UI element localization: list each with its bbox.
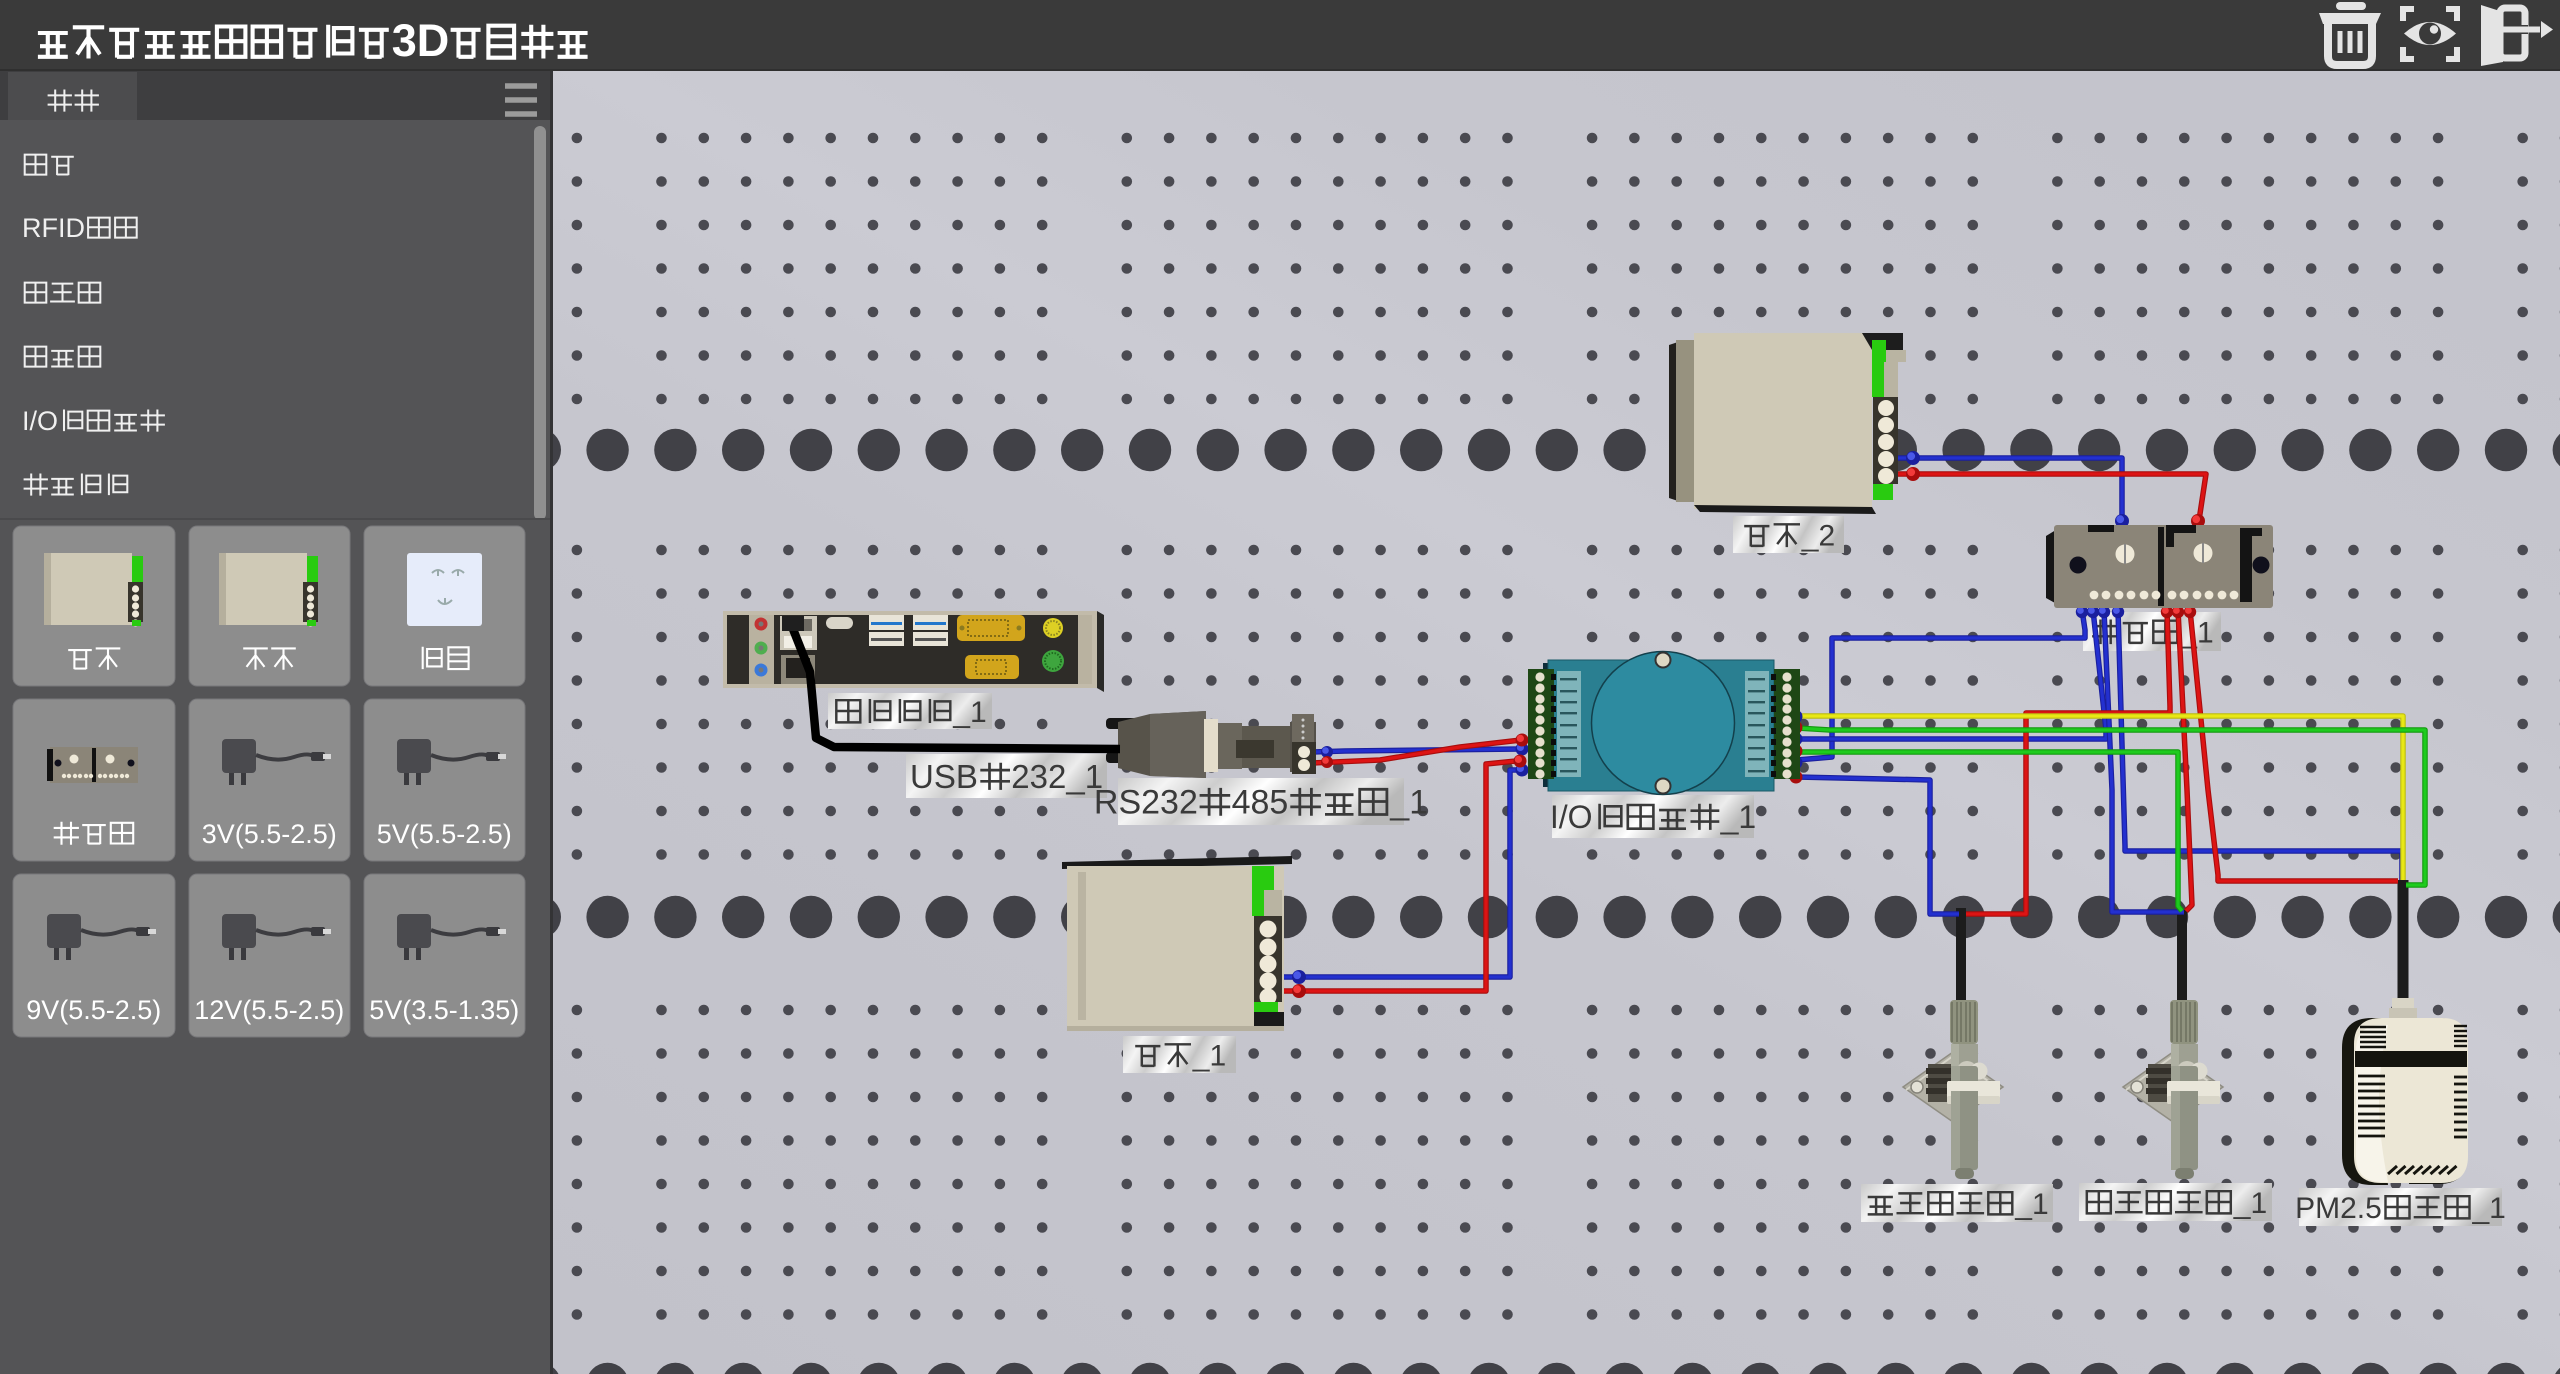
svg-text:_1: _1: [2472, 1192, 2506, 1225]
svg-text:RFID: RFID: [22, 213, 85, 243]
svg-text:_1: _1: [1192, 1039, 1226, 1072]
svg-text:USB: USB: [910, 758, 978, 795]
svg-text:_2: _2: [1801, 519, 1835, 552]
svg-text:5V(3.5-1.35): 5V(3.5-1.35): [369, 995, 519, 1025]
svg-text:3D: 3D: [392, 15, 450, 66]
svg-text:_1: _1: [2233, 1187, 2267, 1220]
svg-text:_1: _1: [952, 696, 986, 729]
svg-text:I/O: I/O: [1550, 799, 1593, 835]
svg-text:_1: _1: [2179, 616, 2213, 649]
svg-text:RS232: RS232: [1094, 784, 1198, 822]
svg-text:485: 485: [1232, 784, 1289, 822]
svg-text:I/O: I/O: [22, 406, 58, 436]
svg-text:9V(5.5-2.5): 9V(5.5-2.5): [26, 995, 161, 1025]
svg-text:_1: _1: [2014, 1188, 2048, 1221]
svg-text:12V(5.5-2.5): 12V(5.5-2.5): [194, 995, 344, 1025]
svg-text:_1: _1: [1389, 784, 1428, 822]
svg-text:PM2.5: PM2.5: [2295, 1192, 2382, 1225]
svg-text:3V(5.5-2.5): 3V(5.5-2.5): [202, 819, 337, 849]
svg-text:5V(5.5-2.5): 5V(5.5-2.5): [377, 819, 512, 849]
svg-text:_1: _1: [1720, 799, 1757, 835]
svg-text:232_1: 232_1: [1011, 758, 1103, 795]
